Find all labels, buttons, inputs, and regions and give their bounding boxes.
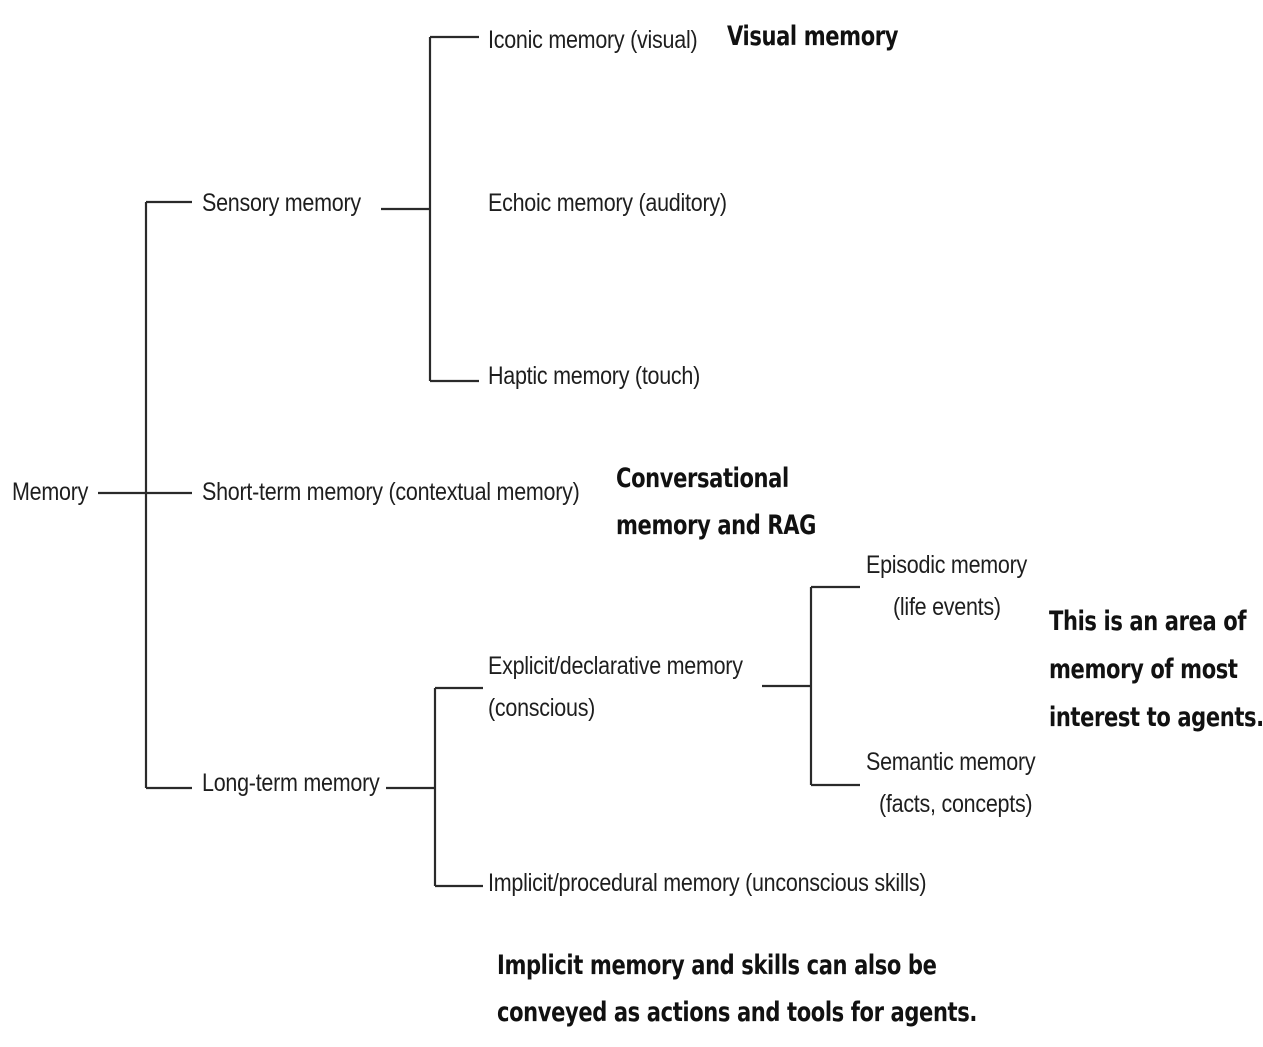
annotation-agents-interest-line3: interest to agents. <box>1049 702 1263 734</box>
annotation-agents-interest-line2: memory of most <box>1049 654 1238 686</box>
node-semantic-memory-line1: Semantic memory <box>866 748 1036 776</box>
node-implicit-memory: Implicit/procedural memory (unconscious … <box>488 869 927 897</box>
node-semantic-memory-line2: (facts, concepts) <box>879 790 1033 818</box>
node-echoic-memory: Echoic memory (auditory) <box>488 189 727 217</box>
annotation-conversational-line1: Conversational <box>616 463 789 494</box>
node-haptic-memory: Haptic memory (touch) <box>488 362 701 390</box>
annotation-implicit-note-line2: conveyed as actions and tools for agents… <box>497 997 977 1029</box>
annotation-agents-interest: This is an area of memory of most intere… <box>1049 598 1263 742</box>
annotation-implicit-note-line1: Implicit memory and skills can also be <box>497 950 937 981</box>
annotation-agents-interest-line1: This is an area of <box>1049 606 1247 637</box>
annotation-conversational: Conversational memory and RAG <box>616 455 816 550</box>
node-short-term-memory: Short-term memory (contextual memory) <box>202 478 580 506</box>
node-iconic-memory: Iconic memory (visual) <box>488 26 698 54</box>
annotation-visual-memory: Visual memory <box>727 21 899 52</box>
node-episodic-memory-line2: (life events) <box>893 593 1001 621</box>
node-sensory-memory: Sensory memory <box>202 189 361 217</box>
node-explicit-memory-line2: (conscious) <box>488 694 596 722</box>
node-episodic-memory-line1: Episodic memory <box>866 551 1028 579</box>
annotation-implicit-note: Implicit memory and skills can also be c… <box>497 942 977 1037</box>
annotation-conversational-line2: memory and RAG <box>616 510 817 542</box>
node-memory: Memory <box>12 478 89 506</box>
node-long-term-memory: Long-term memory <box>202 769 380 797</box>
node-explicit-memory-line1: Explicit/declarative memory <box>488 652 743 680</box>
